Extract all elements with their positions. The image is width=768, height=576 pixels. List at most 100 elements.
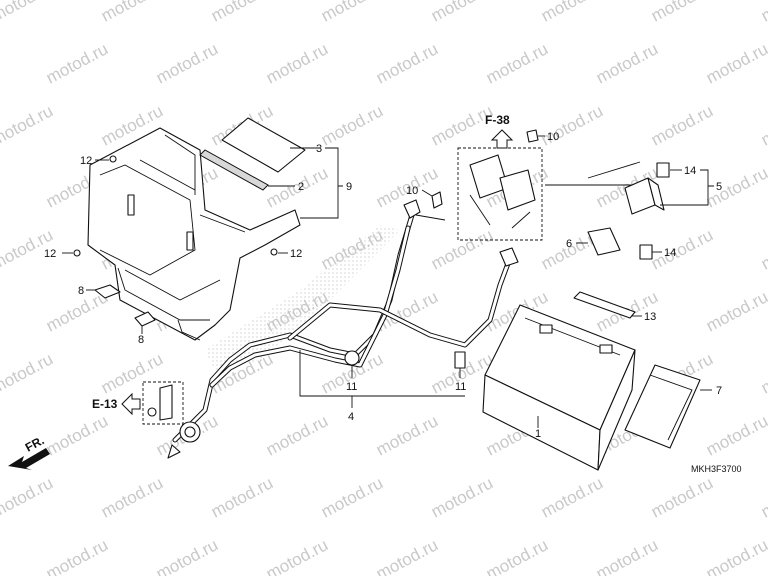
bolt-10-right	[526, 129, 545, 143]
watermark-text: motod.ru	[318, 0, 386, 26]
watermark-text: motod.ru	[0, 535, 1, 576]
watermark-text: motod.ru	[0, 473, 56, 521]
watermark-text: motod.ru	[98, 349, 166, 397]
watermark-text: motod.ru	[0, 163, 1, 211]
callout-14-top: 14	[684, 165, 696, 177]
watermark-text: motod.ru	[98, 0, 166, 26]
watermark-text: motod.ru	[153, 39, 221, 87]
label-plate-3	[221, 117, 320, 173]
watermark-text: motod.ru	[208, 473, 276, 521]
callout-13: 13	[644, 311, 656, 323]
callout-2: 2	[298, 181, 304, 193]
watermark-text: motod.ru	[98, 473, 166, 521]
watermark-text: motod.ru	[0, 0, 56, 26]
watermark-text: motod.ru	[703, 287, 768, 335]
pad-8-a	[86, 284, 121, 299]
watermark-text: motod.ru	[648, 473, 716, 521]
front-arrow-icon	[8, 448, 50, 470]
clamp-11-b	[454, 351, 466, 378]
watermark-text: motod.ru	[43, 39, 111, 87]
watermark-text: motod.ru	[263, 411, 331, 459]
fuse-14-top	[656, 162, 682, 178]
callout-6: 6	[566, 238, 572, 250]
battery-tray	[87, 127, 301, 341]
callout-11-a: 11	[346, 381, 357, 393]
watermark-text: motod.ru	[0, 349, 56, 397]
ref-e13: E-13	[92, 397, 118, 411]
bracket-3-2-9	[300, 147, 343, 219]
plate-13	[573, 291, 642, 319]
callout-12-right: 12	[290, 248, 302, 260]
bolt-10-left	[421, 189, 443, 209]
watermark-text: motod.ru	[373, 535, 441, 576]
callout-4: 4	[348, 411, 354, 423]
battery-cable-harness	[167, 199, 519, 459]
callout-8-b: 8	[138, 334, 144, 346]
watermark-text: motod.ru	[318, 101, 386, 149]
callout-5: 5	[716, 181, 722, 193]
f38-relay-detail	[457, 147, 655, 241]
watermark-text: motod.ru	[758, 101, 768, 149]
callout-10-right: 10	[547, 131, 559, 143]
battery	[482, 304, 636, 471]
watermark-text: motod.ru	[483, 535, 551, 576]
callout-8-a: 8	[78, 285, 84, 297]
battery-cover-7	[624, 364, 712, 449]
relay-5	[587, 161, 665, 215]
watermark-text: motod.ru	[0, 411, 1, 459]
watermark-text: motod.ru	[43, 535, 111, 576]
watermark-text: motod.ru	[703, 411, 768, 459]
watermark-text: motod.ru	[648, 225, 716, 273]
watermark-text: motod.ru	[648, 101, 716, 149]
callout-9: 9	[346, 181, 352, 193]
strip-2	[199, 149, 295, 191]
watermark-text: motod.ru	[263, 535, 331, 576]
watermark-text: motod.ru	[373, 39, 441, 87]
pad-8-b	[134, 311, 156, 334]
e13-arrow-icon	[121, 392, 141, 416]
watermark-text: motod.ru	[648, 0, 716, 26]
watermark-text: motod.ru	[318, 473, 386, 521]
watermark-text: motod.ru	[758, 0, 768, 26]
watermark-text: motod.ru	[703, 39, 768, 87]
callout-11-b: 11	[455, 381, 466, 393]
watermark-text: motod.ru	[153, 535, 221, 576]
watermark-text: motod.ru	[538, 473, 606, 521]
watermark-text: motod.ru	[758, 225, 768, 273]
fuse-14-bottom	[639, 244, 662, 260]
bracket-4	[299, 350, 465, 408]
watermark-text: motod.ru	[0, 39, 1, 87]
watermark-text: motod.ru	[703, 535, 768, 576]
callout-10-left: 10	[406, 185, 418, 197]
bracket-5	[660, 169, 714, 206]
watermark-text: motod.ru	[758, 349, 768, 397]
f38-arrow-icon	[490, 129, 514, 149]
watermark-text: motod.ru	[593, 535, 661, 576]
watermark-text: motod.ru	[758, 473, 768, 521]
watermark-text: motod.ru	[593, 39, 661, 87]
watermark-text: motod.ru	[208, 0, 276, 26]
screw-12-top	[95, 155, 117, 163]
e13-bolt-detail	[142, 381, 184, 425]
watermark-text: motod.ru	[428, 0, 496, 26]
clamp-11-a	[344, 350, 360, 378]
shading-region	[205, 225, 400, 370]
callout-14-bottom: 14	[664, 247, 676, 259]
relay-6	[576, 227, 621, 256]
watermark-text: motod.ru	[428, 473, 496, 521]
screw-12-left	[62, 249, 81, 257]
watermark-text: motod.ru	[538, 0, 606, 26]
diagram-code: MKH3F3700	[691, 464, 742, 474]
callout-1: 1	[535, 428, 541, 440]
watermark-text: motod.ru	[373, 411, 441, 459]
watermark-text: motod.ru	[43, 411, 111, 459]
callout-7: 7	[716, 385, 722, 397]
watermark-text: motod.ru	[703, 163, 768, 211]
callout-3: 3	[316, 143, 322, 155]
ref-f38: F-38	[485, 113, 510, 127]
watermark-text: motod.ru	[483, 39, 551, 87]
watermark-text: motod.ru	[0, 101, 56, 149]
callout-12-left: 12	[44, 248, 56, 260]
callout-12-top: 12	[80, 155, 92, 167]
watermark-text: motod.ru	[0, 287, 1, 335]
